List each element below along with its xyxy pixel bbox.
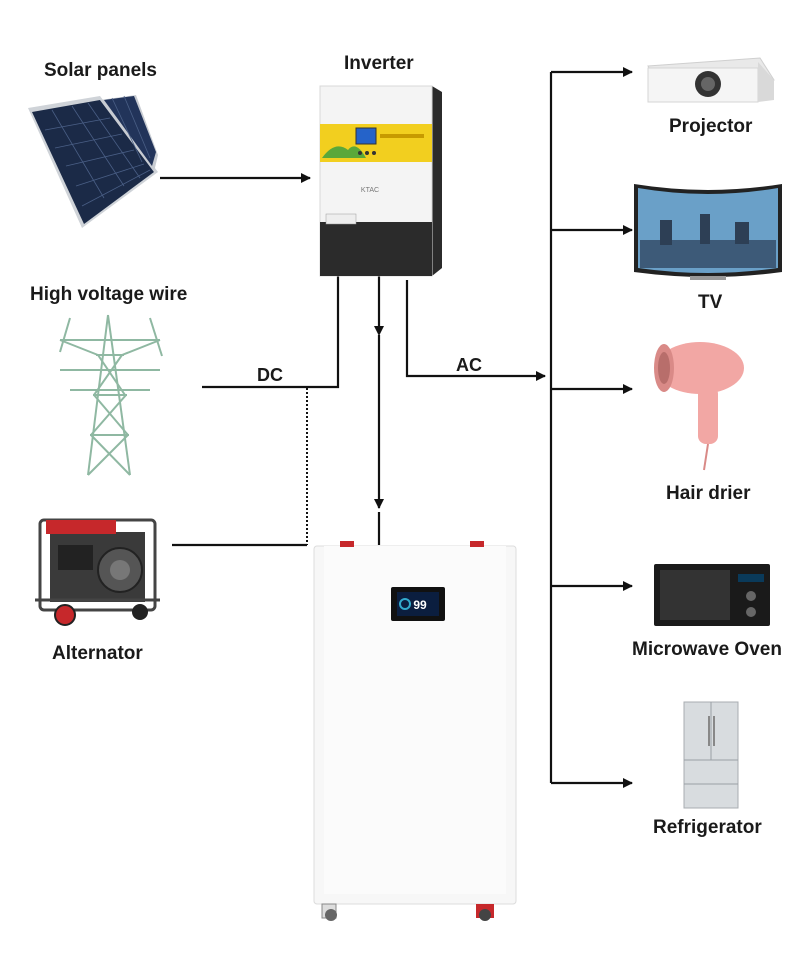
label-alternator: Alternator: [52, 643, 143, 664]
label-ac: AC: [456, 355, 482, 375]
battery-display-value: 99: [413, 598, 427, 612]
label-dc: DC: [257, 365, 283, 385]
label-refrigerator: Refrigerator: [653, 817, 762, 838]
label-microwave-oven: Microwave Oven: [632, 639, 782, 660]
label-solar-panels: Solar panels: [44, 60, 157, 81]
label-tv: TV: [698, 292, 723, 313]
dc-wire: [202, 265, 340, 389]
ac-wire: [405, 280, 546, 381]
label-hair-drier: Hair drier: [666, 483, 751, 504]
label-inverter: Inverter: [344, 53, 414, 74]
label-projector: Projector: [669, 116, 753, 137]
label-high-voltage-wire: High voltage wire: [30, 284, 188, 305]
inverter-brand: KTAC: [361, 187, 379, 194]
